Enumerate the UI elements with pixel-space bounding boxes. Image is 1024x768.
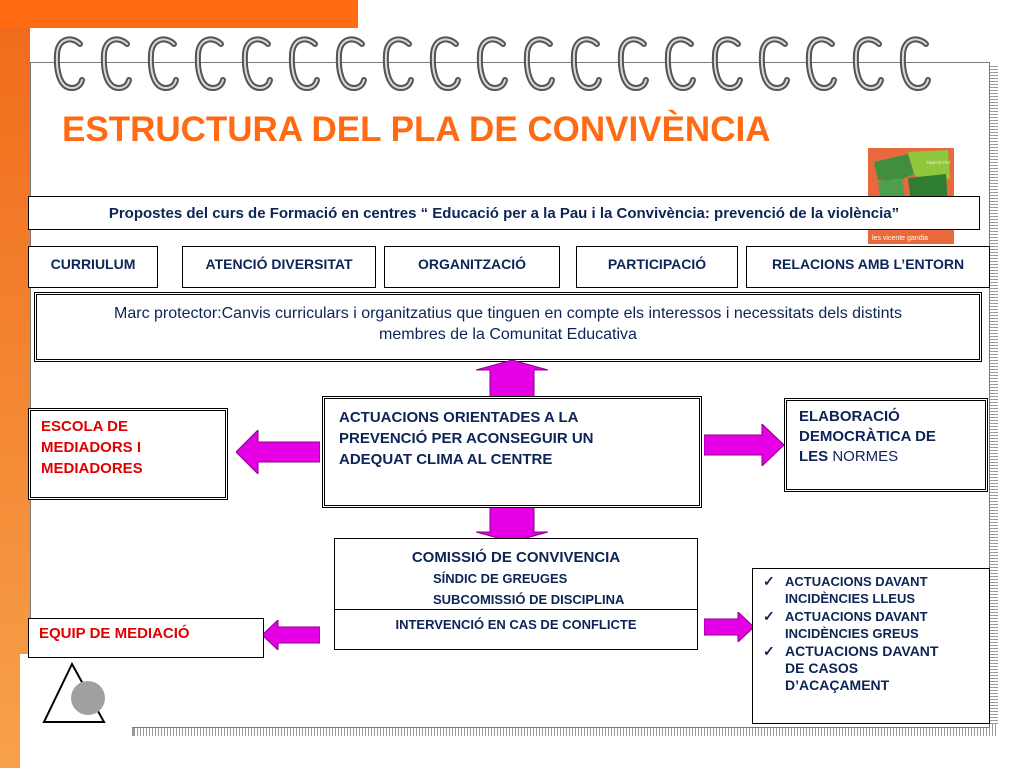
actuacions-list-box: ✓ ACTUACIONS DAVANT INCIDÈNCIES LLEUS ✓ … <box>752 568 990 724</box>
spiral-ring <box>523 36 555 92</box>
elaboracio-line-1: ELABORACIÓ <box>799 408 900 425</box>
comissio-convivencia-box: COMISSIÓ DE CONVIVENCIA SÍNDIC DE GREUGE… <box>334 538 698 650</box>
spiral-ring <box>100 36 132 92</box>
spiral-ring <box>758 36 790 92</box>
spiral-ring <box>382 36 414 92</box>
marc-protector-text: Marc protector:Canvis curriculars i orga… <box>114 305 902 343</box>
spiral-ring <box>288 36 320 92</box>
spiral-ring <box>476 36 508 92</box>
spiral-ring <box>805 36 837 92</box>
tab-atencio-diversitat: ATENCIÓ DIVERSITAT <box>182 246 376 288</box>
orange-top-bar <box>0 0 358 28</box>
spiral-ring <box>429 36 461 92</box>
checkmark-icon: ✓ <box>763 643 775 659</box>
spiral-ring <box>241 36 273 92</box>
subcomissio-disciplina: SUBCOMISSIÓ DE DISCIPLINA <box>433 592 625 607</box>
list-item: ✓ ACTUACIONS DAVANT INCIDÈNCIES LLEUS <box>763 573 928 606</box>
logo-piece-text: TRACTE FET <box>926 160 951 165</box>
escola-line-1: ESCOLA DE <box>41 418 128 435</box>
center-line-1: ACTUACIONS ORIENTADES A LA <box>339 409 579 426</box>
checkmark-icon: ✓ <box>763 608 775 624</box>
tab-organitzacio: ORGANITZACIÓ <box>384 246 560 288</box>
list-item: ✓ ACTUACIONS DAVANT DE CASOS D’ACAÇAMENT <box>763 643 939 693</box>
intervencio-conflicte: INTERVENCIÓ EN CAS DE CONFLICTE <box>395 617 637 632</box>
divider <box>335 609 697 610</box>
center-line-2: PREVENCIÓ PER ACONSEGUIR UN <box>339 430 594 447</box>
arrow-left-equip <box>262 620 320 650</box>
spiral-ring <box>53 36 85 92</box>
spiral-ring <box>711 36 743 92</box>
center-line-3: ADEQUAT CLIMA AL CENTRE <box>339 451 553 468</box>
arrow-right-actuacions <box>704 612 754 642</box>
equip-mediacio-box: EQUIP DE MEDIACIÓ <box>28 618 264 658</box>
spiral-ring <box>664 36 696 92</box>
elaboracio-line-3: LES NORMES <box>799 448 899 465</box>
escola-line-2: MEDIADORS I <box>41 439 142 456</box>
arrow-up <box>476 360 548 398</box>
checkmark-icon: ✓ <box>763 573 775 589</box>
tab-curriculum: CURRIULUM <box>28 246 158 288</box>
comissio-title: COMISSIÓ DE CONVIVENCIA <box>411 549 621 566</box>
arrow-left-escola <box>236 430 320 474</box>
list-item: ✓ ACTUACIONS DAVANT INCIDÈNCIES GREUS <box>763 608 928 641</box>
tab-relacions-entorn: RELACIONS AMB L’ENTORN <box>746 246 990 288</box>
spiral-ring <box>194 36 226 92</box>
puzzle-icon <box>874 154 914 182</box>
elaboracio-normes-box: ELABORACIÓ DEMOCRÀTICA DE LES NORMES <box>784 398 988 492</box>
sindic-greuges: SÍNDIC DE GREUGES <box>433 571 568 586</box>
tab-participacio: PARTICIPACIÓ <box>576 246 738 288</box>
escola-line-3: MEDIADORES <box>41 460 143 477</box>
spiral-ring <box>899 36 931 92</box>
orange-side-bar <box>0 0 30 768</box>
actuacions-prevencio-box: ACTUACIONS ORIENTADES A LA PREVENCIÓ PER… <box>322 396 702 508</box>
marc-protector-box: Marc protector:Canvis curriculars i orga… <box>34 292 982 362</box>
propostes-box: Propostes del curs de Formació en centre… <box>28 196 980 230</box>
triangle-circle-icon <box>42 661 106 723</box>
elaboracio-line-2: DEMOCRÀTICA DE <box>799 428 936 445</box>
logo-subtext: les vicente gandia <box>872 235 928 242</box>
escola-mediadors-box: ESCOLA DE MEDIADORS I MEDIADORES <box>28 408 228 500</box>
spiral-ring <box>852 36 884 92</box>
arrow-down <box>476 506 548 542</box>
spiral-ring <box>617 36 649 92</box>
spiral-ring <box>147 36 179 92</box>
page-title: ESTRUCTURA DEL PLA DE CONVIVÈNCIA <box>62 110 771 149</box>
actuacions-list: ✓ ACTUACIONS DAVANT INCIDÈNCIES LLEUS ✓ … <box>763 573 989 694</box>
spiral-ring <box>335 36 367 92</box>
spiral-ring <box>570 36 602 92</box>
arrow-right-elaboracio <box>704 424 784 466</box>
